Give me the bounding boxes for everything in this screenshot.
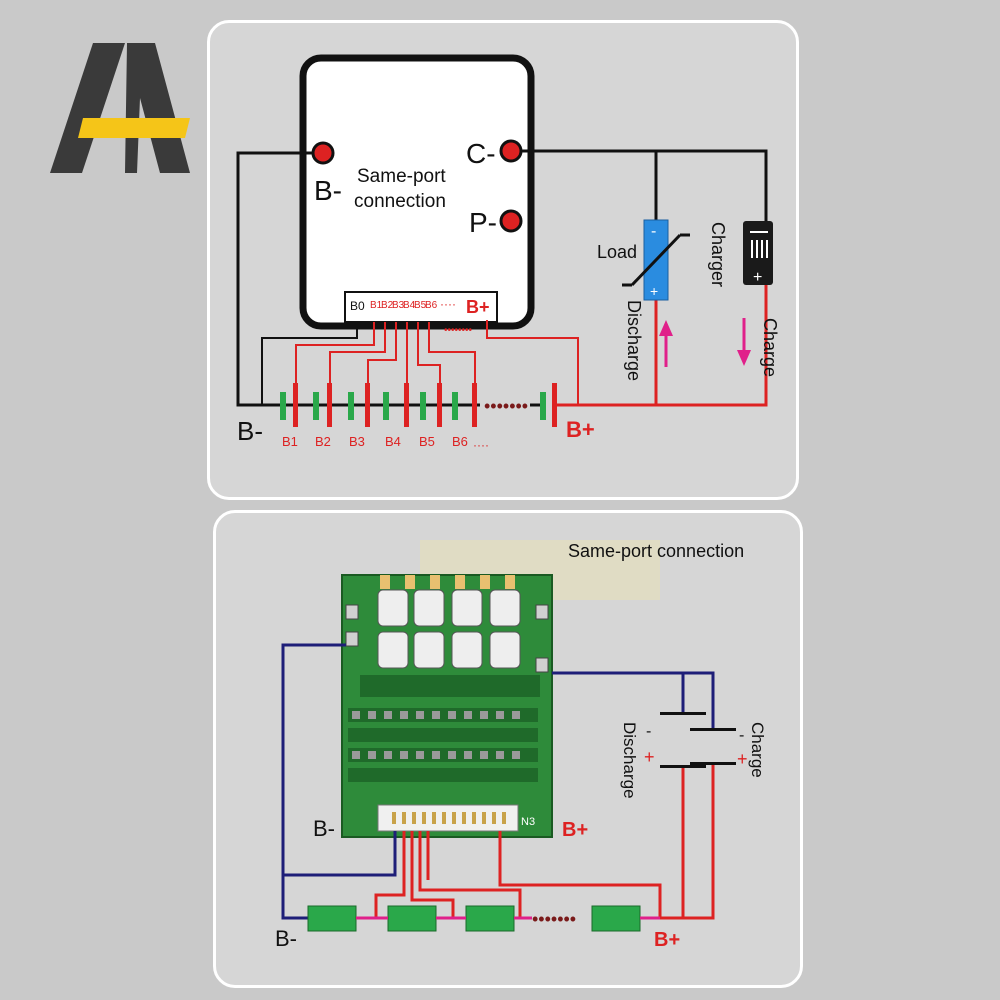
battery-b-minus-label: B-: [237, 416, 263, 446]
battery-b-plus-label: B+: [566, 417, 595, 442]
c-minus-port-label: C-: [466, 138, 496, 169]
bottom-discharge-label: Discharge: [620, 722, 639, 799]
sense-dots-below: ••••••••: [444, 325, 473, 336]
cell-label-b5: B5: [419, 434, 435, 449]
bottom-cell-dots: •••••••: [532, 909, 576, 929]
brand-logo: [50, 43, 190, 173]
b0-sense-wire: [261, 322, 358, 405]
load-switch-line: [630, 233, 682, 287]
sense-label-b5: B5: [414, 300, 427, 311]
cell-n-pos: [552, 383, 557, 427]
cell-label-dots: ····: [473, 438, 489, 452]
cell-6-neg: [452, 392, 458, 420]
sense-label-b0: B0: [350, 299, 365, 313]
pcb-resistors: [352, 711, 520, 759]
bottom-cell-2: [387, 905, 437, 932]
c-minus-port: [499, 139, 523, 163]
sense-label-b3: B3: [392, 300, 405, 311]
same-port-label-line2: connection: [354, 191, 446, 212]
cell-chain-dots: •••••••: [484, 396, 528, 416]
sense-label-b4: B4: [403, 300, 416, 311]
b-minus-port-label: B-: [314, 175, 342, 206]
cell-4-pos: [404, 383, 409, 427]
bottom-title: Same-port connection: [568, 541, 744, 561]
cell-5-neg: [420, 392, 426, 420]
pcb-mosfets: [377, 589, 521, 669]
cell-1-neg: [280, 392, 286, 420]
logo-left-stroke: [50, 43, 125, 173]
bottom-battery-b-minus-label: B-: [275, 926, 297, 951]
bottom-cell-4: [591, 905, 641, 932]
cell-5-pos: [437, 383, 442, 427]
bottom-positive-wires: [374, 765, 715, 920]
pcb-sense-connector: [377, 804, 519, 832]
sense-label-bplus: B+: [466, 297, 490, 317]
cell-n-neg: [540, 392, 546, 420]
pcb-connector-pins: [392, 812, 506, 824]
bottom-cell-3: [465, 905, 515, 932]
cell-label-b4: B4: [385, 434, 401, 449]
top-discharge-label: Discharge: [624, 300, 644, 381]
load-label: Load: [597, 242, 637, 262]
logo-right-stroke: [125, 43, 190, 173]
sense-connector: [344, 291, 498, 323]
sense-label-b1: B1: [370, 300, 383, 311]
p-minus-port-label: P-: [469, 207, 497, 238]
terminal-gaps: [660, 762, 736, 768]
bottom-cells: [307, 905, 641, 932]
p-minus-port: [499, 209, 523, 233]
load-plus-sign: +: [650, 283, 658, 299]
logo-yellow-bar: [78, 118, 190, 138]
charger-plus-sign: +: [753, 269, 762, 286]
sense-label-b6: B6: [425, 300, 438, 311]
sense-label-b2: B2: [381, 300, 394, 311]
charge-arrow-down: [737, 318, 751, 366]
discharge-minus-sign: -: [646, 723, 651, 740]
bottom-negative-wires: [281, 643, 715, 920]
discharge-terminals: [660, 712, 736, 731]
bottom-charge-label: Charge: [748, 722, 767, 778]
top-charge-label: Charge: [760, 318, 780, 377]
cell-label-b3: B3: [349, 434, 365, 449]
pcb-top-tabs: [380, 575, 515, 589]
charger-label: Charger: [708, 222, 728, 287]
cell-3-pos: [365, 383, 370, 427]
main-positive-wires: [557, 285, 768, 407]
cell-1-pos: [293, 383, 298, 427]
cell-label-b2: B2: [315, 434, 331, 449]
charge-minus-sign: -: [739, 727, 744, 744]
pcb-component-rows: [348, 675, 540, 782]
b-minus-port: [311, 141, 335, 165]
sense-label-dots: ····: [440, 297, 456, 311]
cell-2-pos: [327, 383, 332, 427]
cell-6-pos: [472, 383, 477, 427]
same-port-label-line1: Same-port: [357, 166, 446, 187]
bottom-cell-1: [307, 905, 357, 932]
cell-label-b6: B6: [452, 434, 468, 449]
pcb-n3-label: N3: [521, 816, 535, 828]
discharge-arrow-up: [659, 320, 673, 367]
c-minus-wire: [521, 149, 768, 221]
charge-plus-sign: +: [737, 749, 748, 769]
load-minus-sign: -: [651, 223, 656, 240]
cell-label-b1: B1: [282, 434, 298, 449]
board-b-plus-label: B+: [562, 819, 588, 841]
cell-4-neg: [383, 392, 389, 420]
discharge-plus-sign: +: [644, 747, 655, 767]
sense-wires: [295, 320, 579, 405]
charger-bars: [750, 231, 768, 258]
top-cells: [280, 383, 557, 427]
cell-2-neg: [313, 392, 319, 420]
bottom-battery-b-plus-label: B+: [654, 929, 680, 951]
pcb-side-pads: [345, 604, 549, 673]
cell-3-neg: [348, 392, 354, 420]
board-b-minus-label: B-: [313, 816, 335, 841]
